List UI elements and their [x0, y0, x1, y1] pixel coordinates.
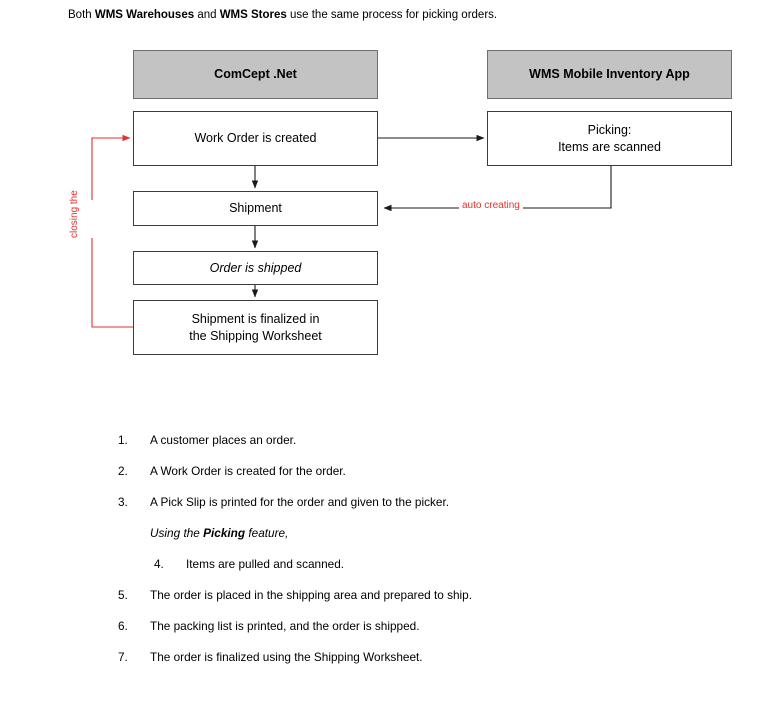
node-picking-label-line2: Items are scanned [558, 139, 661, 154]
node-comcept-net-label: ComCept .Net [214, 67, 297, 81]
node-picking-label-line1: Picking: [587, 122, 632, 137]
step-number: 4. [154, 557, 164, 571]
intro-middle: and [194, 9, 220, 21]
node-shipment-label: Shipment [229, 201, 282, 215]
step-item: 6. The packing list is printed, and the o… [118, 618, 718, 634]
node-finalized-label-line1: Shipment is finalized in [191, 311, 320, 326]
step-text: The packing list is printed, and the ord… [150, 619, 420, 633]
node-shipment: Shipment [133, 191, 378, 226]
node-order-is-shipped-label: Order is shipped [209, 260, 302, 275]
step-number: 2. [118, 464, 128, 478]
step-item: 2. A Work Order is created for the order. [118, 463, 718, 479]
step-text: The order is placed in the shipping area… [150, 588, 473, 602]
process-flow-diagram: ComCept .Net WMS Mobile Inventory App Wo… [68, 50, 732, 355]
step-note-bold-picking: Picking [203, 526, 246, 540]
intro-suffix: use the same process for picking orders. [286, 9, 498, 21]
step-text: A Work Order is created for the order. [150, 464, 346, 478]
intro-bold-wms-stores: WMS Stores [219, 9, 287, 21]
step-note-suffix: feature, [245, 526, 289, 540]
step-text: Items are pulled and scanned. [186, 557, 345, 571]
step-text: Using the Picking feature, [150, 526, 288, 540]
step-text: The order is finalized using the Shippin… [150, 650, 423, 664]
step-item: 7. The order is finalized using the Shipp… [118, 649, 718, 665]
node-picking-items-are-scanned: Picking: Items are scanned [487, 111, 732, 166]
edge-label-auto-creating: auto creating [459, 200, 523, 212]
node-work-order-label: Work Order is created [194, 131, 317, 145]
step-item: 4. Items are pulled and scanned. [118, 556, 718, 572]
step-note-prefix: Using the [150, 526, 204, 540]
step-item: 5. The order is placed in the shipping ar… [118, 587, 718, 603]
step-number: 5. [118, 588, 128, 602]
node-finalized-label-line2: the Shipping Worksheet [189, 328, 322, 343]
step-number: 3. [118, 495, 128, 509]
node-wms-mobile-inventory-app-header: WMS Mobile Inventory App [487, 50, 732, 99]
step-number: 1. [118, 433, 128, 447]
intro-prefix: Both [68, 9, 95, 21]
node-order-is-shipped: Order is shipped [133, 251, 378, 285]
step-number: 7. [118, 650, 128, 664]
node-wms-mobile-inventory-app-label: WMS Mobile Inventory App [529, 67, 690, 81]
intro-bold-wms-warehouses: WMS Warehouses [94, 9, 195, 21]
node-shipment-finalized-in-shipping-worksheet: Shipment is finalized in the Shipping Wo… [133, 300, 378, 355]
step-number: 6. [118, 619, 128, 633]
step-note: Using the Picking feature, [118, 525, 718, 541]
step-text: A customer places an order. [150, 433, 297, 447]
intro-sentence: Both WMS Warehouses and WMS Stores use t… [68, 7, 497, 23]
step-text: A Pick Slip is printed for the order and… [150, 495, 450, 509]
edge-label-closing-the: closing the [68, 190, 116, 238]
node-comcept-net-header: ComCept .Net [133, 50, 378, 99]
process-steps-list: 1. A customer places an order. 2. A Work Or… [118, 432, 718, 680]
step-item: 1. A customer places an order. [118, 432, 718, 448]
node-work-order-is-created: Work Order is created [133, 111, 378, 166]
step-item: 3. A Pick Slip is printed for the order a… [118, 494, 718, 510]
